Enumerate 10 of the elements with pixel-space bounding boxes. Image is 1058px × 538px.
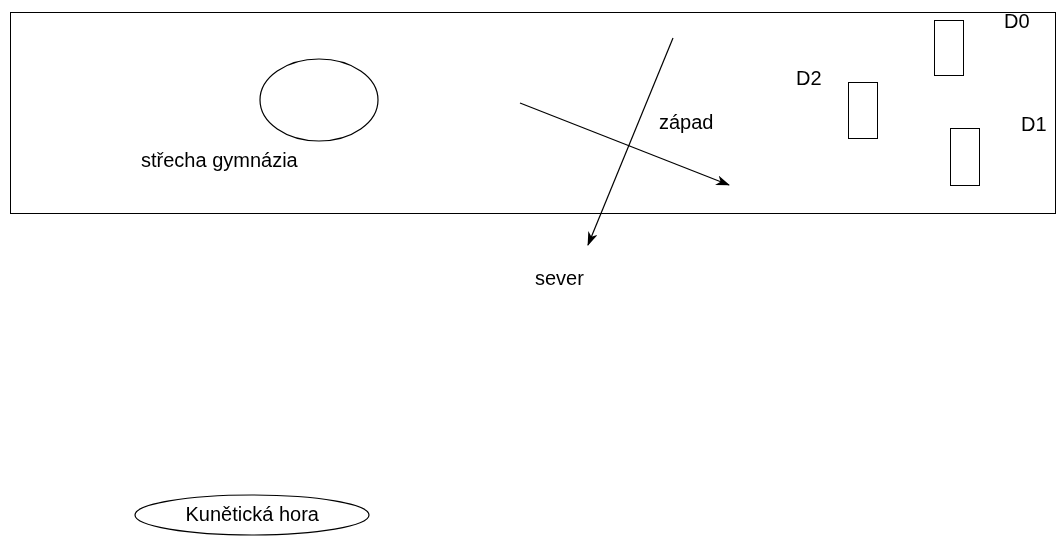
detector-label: D0 (1004, 10, 1030, 32)
detector-label: D1 (1021, 113, 1047, 135)
place-label: Kunětická hora (185, 503, 319, 525)
hill-ellipse (134, 494, 370, 536)
roof-label: střecha gymnázia (141, 149, 298, 171)
detector-label: D2 (796, 67, 822, 89)
direction-label: západ (659, 111, 714, 133)
direction-label: sever (535, 267, 584, 289)
ellipse-outline (259, 58, 379, 142)
roof-outline (10, 12, 1056, 214)
